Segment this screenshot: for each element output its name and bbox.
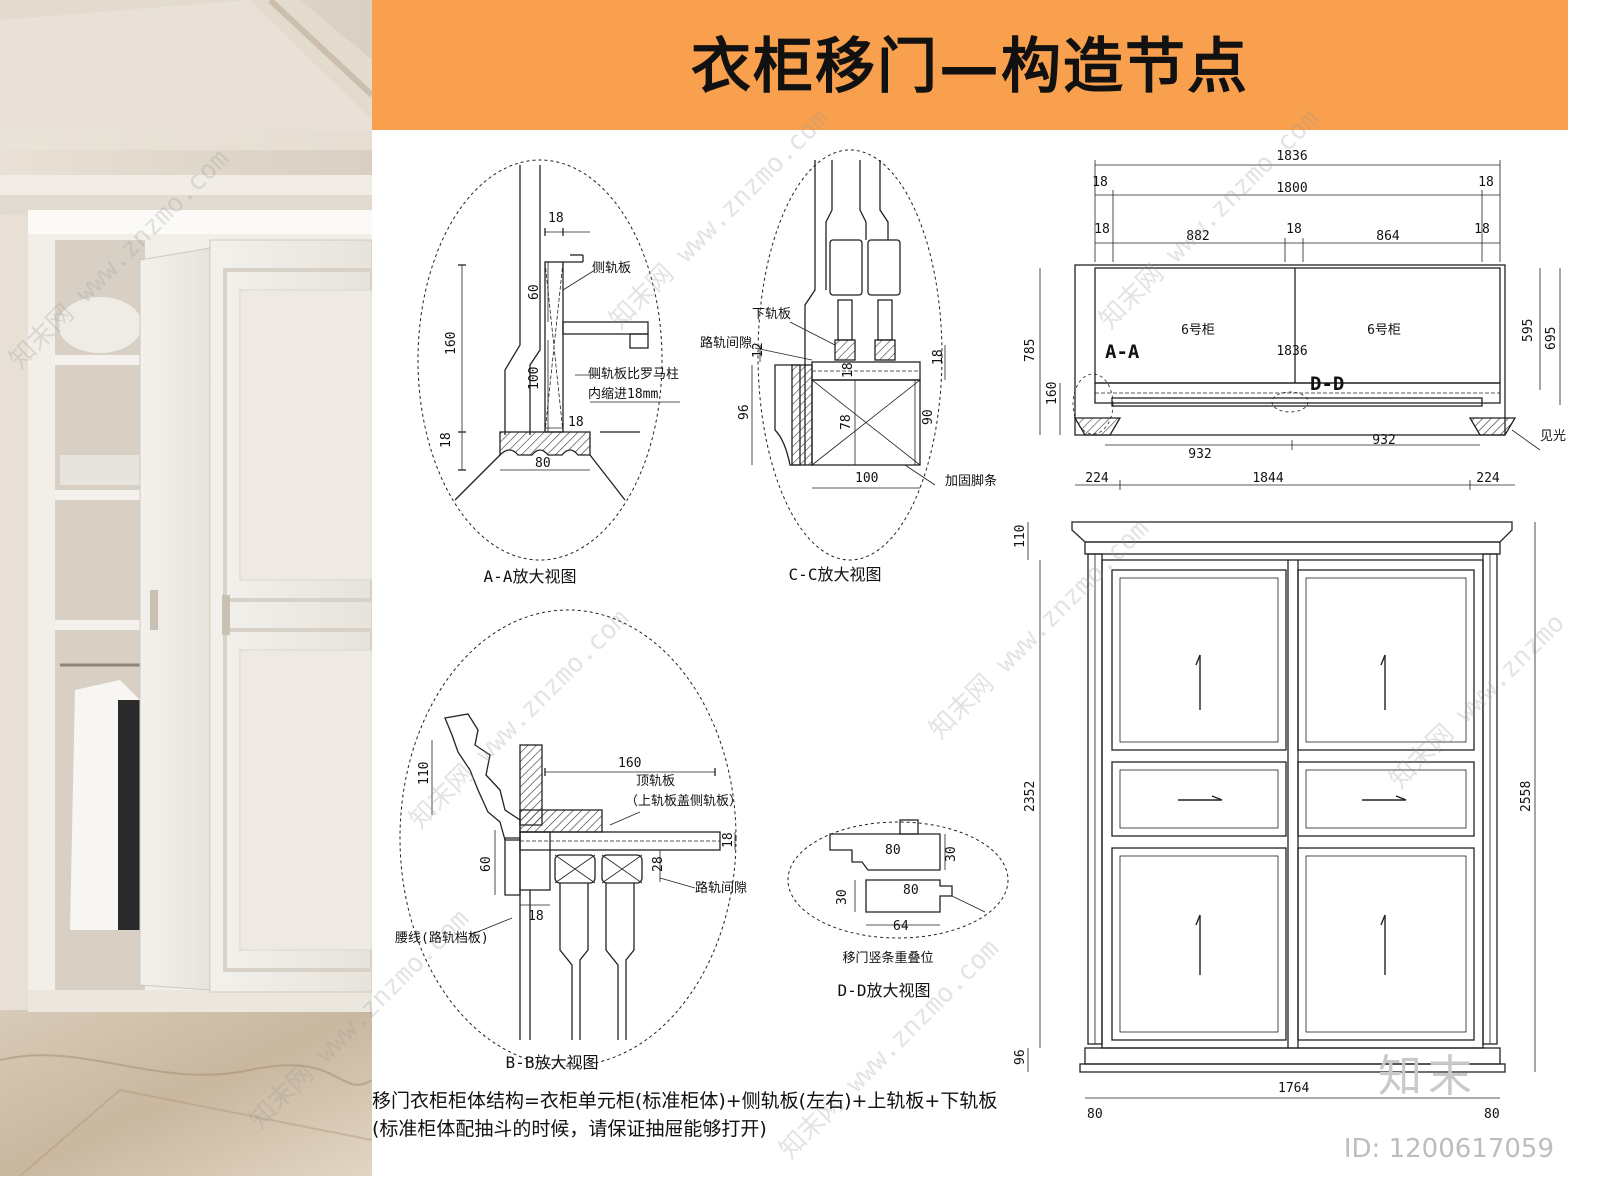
- elev-dim-2352: 2352: [1023, 781, 1038, 812]
- title-banner: 衣柜移门—构造节点: [372, 0, 1568, 130]
- aa-dim-18-right: 18: [568, 415, 584, 430]
- aa-dim-60: 60: [527, 284, 542, 300]
- detail-cc: 12 18 18 96 78 90 100 下轨板 路轨间隙 加固脚条 C-C放…: [700, 149, 997, 584]
- plan-dim-1800: 1800: [1276, 181, 1307, 196]
- image-id: ID: 1200617059: [1343, 1134, 1554, 1164]
- plan-dim-695: 695: [1544, 327, 1559, 350]
- plan-dim-882: 882: [1186, 229, 1209, 244]
- detail-dd: 80 30 30 80 64 移门竖条重叠位 D-D放大视图: [787, 819, 1009, 1000]
- bb-dim-28: 28: [651, 856, 666, 872]
- structure-note: 移门衣柜柜体结构=衣柜单元柜(标准柜体)+侧轨板(左右)+上轨板+下轨板: [372, 1090, 998, 1112]
- brand-logo: 知末: [1378, 1051, 1478, 1102]
- dd-dim-30-left: 30: [835, 889, 850, 905]
- cc-caption: C-C放大视图: [789, 565, 882, 584]
- bb-label-waistline: 腰线(路轨档板): [395, 930, 489, 946]
- aa-dim-100: 100: [527, 367, 542, 390]
- dd-dim-80-bottom: 80: [903, 883, 919, 898]
- bb-label-top-rail-note: （上轨板盖侧轨板）: [625, 794, 742, 809]
- plan-label-cabinet-left: 6号柜: [1181, 323, 1215, 338]
- aa-dim-18-top: 18: [548, 211, 564, 226]
- cc-dim-100: 100: [855, 471, 878, 486]
- drawer-note: (标准柜体配抽斗的时候，请保证抽屉能够打开): [372, 1118, 767, 1140]
- plan-dim-224-right: 224: [1476, 471, 1500, 486]
- elev-dim-80-right: 80: [1484, 1107, 1500, 1122]
- aa-label-inset-1: 侧轨板比罗马柱: [588, 367, 679, 382]
- plan-mark-aa: A-A: [1105, 341, 1140, 363]
- dd-label-overlap: 移门竖条重叠位: [842, 950, 933, 966]
- bb-dim-110: 110: [417, 762, 432, 785]
- cc-label-bottom-rail: 下轨板: [752, 307, 791, 322]
- aa-label-side-rail: 侧轨板: [592, 261, 631, 276]
- plan-dim-18-d: 18: [1286, 222, 1302, 237]
- cc-dim-12: 12: [751, 342, 766, 358]
- bb-dim-160: 160: [618, 756, 641, 771]
- dd-dim-64: 64: [893, 919, 909, 934]
- plan-dim-864: 864: [1376, 229, 1400, 244]
- aa-label-inset-2: 内缩进18mm: [588, 386, 658, 402]
- plan-mark-dd: D-D: [1310, 373, 1344, 395]
- cc-dim-78: 78: [839, 414, 854, 430]
- elev-dim-96: 96: [1013, 1049, 1028, 1065]
- elevation-view: 110 2352 2558 96 1764 80 80: [1013, 521, 1536, 1122]
- elev-dim-110: 110: [1013, 525, 1028, 548]
- bb-label-top-rail: 顶轨板: [636, 774, 675, 789]
- bb-label-track-gap: 路轨间隙: [695, 880, 747, 896]
- bb-dim-18-right: 18: [721, 832, 736, 848]
- detail-bb: 110 160 60 18 28 18 顶轨板 （上轨板盖侧轨板） 路轨间隙 腰…: [395, 609, 747, 1072]
- aa-caption: A-A放大视图: [484, 567, 577, 586]
- cc-dim-18-right: 18: [931, 349, 946, 365]
- bb-dim-18-bottom: 18: [528, 909, 544, 924]
- plan-dim-932-right: 932: [1372, 433, 1395, 448]
- bb-dim-60: 60: [479, 856, 494, 872]
- cc-label-track-gap: 路轨间隙: [700, 335, 752, 351]
- plan-dim-18-b: 18: [1478, 175, 1494, 190]
- elev-dim-80-left: 80: [1087, 1107, 1103, 1122]
- aa-dim-160: 160: [444, 332, 459, 355]
- dd-dim-30-right: 30: [944, 846, 959, 862]
- aa-dim-80: 80: [535, 456, 551, 471]
- plan-dim-932-left: 932: [1188, 447, 1211, 462]
- construction-drawing: 18 60 160 100 18 18 80 侧轨板 侧轨板比罗马柱 内缩进18…: [395, 149, 1566, 1122]
- dd-dim-80-top: 80: [885, 843, 901, 858]
- plan-dim-1836-top: 1836: [1276, 149, 1307, 164]
- aa-dim-18-left: 18: [439, 432, 454, 448]
- elev-dim-1764: 1764: [1278, 1081, 1309, 1096]
- plan-dim-18-e: 18: [1474, 222, 1490, 237]
- plan-dim-160: 160: [1045, 382, 1060, 405]
- elev-dim-2558: 2558: [1519, 781, 1534, 812]
- plan-label-cabinet-right: 6号柜: [1367, 323, 1401, 338]
- detail-aa: 18 60 160 100 18 18 80 侧轨板 侧轨板比罗马柱 内缩进18…: [417, 159, 680, 586]
- cc-dim-18-mid: 18: [841, 362, 856, 378]
- plan-dim-18-a: 18: [1092, 175, 1108, 190]
- plan-label-see-light: 见光: [1540, 429, 1566, 444]
- plan-dim-595: 595: [1521, 319, 1536, 342]
- plan-dim-1844: 1844: [1252, 471, 1283, 486]
- bb-caption: B-B放大视图: [506, 1053, 599, 1072]
- cc-label-reinforce-foot: 加固脚条: [945, 473, 997, 489]
- plan-dim-224-left: 224: [1085, 471, 1109, 486]
- plan-dim-785: 785: [1023, 339, 1038, 362]
- page-title: 衣柜移门—构造节点: [691, 32, 1249, 102]
- wardrobe-photo: [0, 0, 372, 1176]
- cc-dim-96: 96: [737, 404, 752, 420]
- cc-dim-90: 90: [921, 409, 936, 425]
- plan-view: 1836 18 1800 18 18 882 18 864 18 6号柜 6号柜…: [1023, 149, 1566, 490]
- plan-dim-inner-1836: 1836: [1276, 344, 1307, 359]
- plan-dim-18-c: 18: [1094, 222, 1110, 237]
- dd-caption: D-D放大视图: [838, 981, 931, 1000]
